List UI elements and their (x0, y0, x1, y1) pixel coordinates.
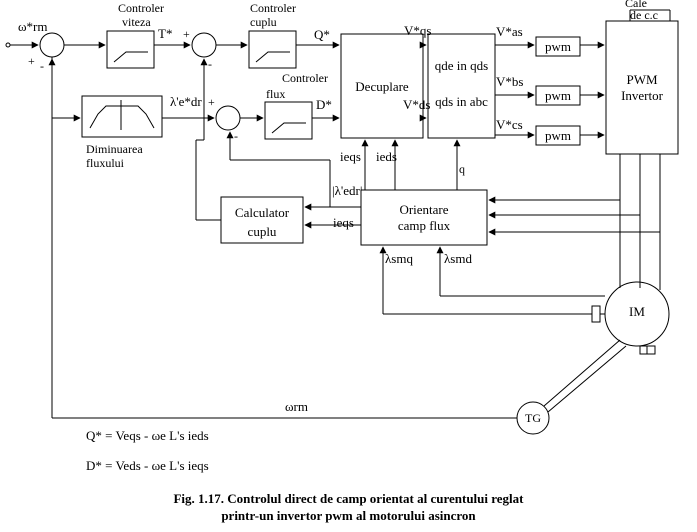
speed-controller-sublabel: viteza (122, 15, 151, 29)
summing-junction-torque (191, 32, 217, 58)
pwm-c-label: pwm (545, 128, 571, 143)
pwm-block-a (535, 36, 581, 57)
plus-sign: + (183, 27, 190, 41)
minus-sign: - (208, 57, 212, 71)
torque-controller-label: Controler (250, 1, 296, 15)
flux-weakening-label: Diminuarea (86, 142, 143, 156)
minus-sign: - (40, 59, 44, 73)
torque-controller-sublabel: cuplu (250, 15, 277, 29)
minus-sign: - (234, 129, 238, 143)
transform-block (427, 33, 496, 139)
motor-label: IM (629, 304, 645, 319)
lambda-dr-e-label: |λ'edr| (332, 183, 363, 198)
field-orientation-label: Orientare (399, 202, 449, 217)
pwm-a-label: pwm (545, 39, 571, 54)
decoupling-label: Decuplare (355, 79, 409, 94)
flux-controller-label: Controler (282, 71, 328, 85)
i-qs-e-side-label: ieqs (333, 215, 354, 230)
v-ds-ref-label: V*ds (403, 97, 431, 112)
lambda-mq-s-label: λsmq (385, 251, 413, 266)
decoupling-block (340, 33, 424, 139)
v-as-ref-label: V*as (496, 24, 523, 39)
field-orientation-sublabel: camp flux (397, 218, 451, 233)
dc-link-label: Cale (625, 0, 647, 10)
dc-link-sublabel: de c.c (630, 8, 658, 22)
q-ref-label: Q* (314, 27, 330, 42)
summing-junction-speed (39, 32, 65, 58)
flux-controller-sublabel: flux (266, 87, 286, 101)
pwm-b-label: pwm (545, 88, 571, 103)
speed-controller-block (106, 30, 155, 69)
flux-weakening-sublabel: fluxului (86, 156, 124, 170)
torque-calculator-label: Calculator (234, 205, 290, 220)
figure-caption-line2: printr-un invertor pwm al motorului asin… (221, 508, 476, 523)
speed-controller-label: Controler (118, 1, 164, 15)
inverter-sublabel: Invertor (621, 88, 663, 103)
inverter-block (605, 20, 679, 155)
q-signal-label: q (459, 162, 465, 176)
q-equation: Q* = Veqs - ωe L's ieds (86, 428, 209, 443)
field-orientation-block (360, 189, 488, 246)
omega-rm-label: ωrm (285, 399, 308, 414)
tachogenerator-label: TG (525, 411, 541, 425)
flux-controller-block (264, 101, 313, 140)
inverter-label: PWM (626, 72, 658, 87)
plus-sign: + (28, 54, 35, 68)
torque-controller-block (248, 30, 297, 69)
omega-rm-ref-label: ω*rm (18, 19, 48, 34)
i-ds-e-label: ieds (376, 149, 397, 164)
d-equation: D* = Veds - ωe L's ieqs (86, 458, 209, 473)
lambda-dr-ref-label: λ'e*dr (170, 94, 202, 109)
plus-sign: + (208, 95, 215, 109)
v-qs-ref-label: V*qs (404, 23, 432, 38)
summing-junction-flux (215, 105, 241, 131)
d-ref-label: D* (316, 97, 332, 112)
figure-caption: Fig. 1.17. Controlul direct de camp orie… (173, 491, 524, 506)
v-bs-ref-label: V*bs (496, 74, 524, 89)
v-cs-ref-label: V*cs (496, 117, 523, 132)
transform-label: qde in qds (434, 58, 489, 73)
i-qs-e-top-label: ieqs (340, 149, 361, 164)
flux-weakening-block (81, 95, 163, 138)
transform-sublabel: qds in abc (435, 94, 488, 109)
torque-calculator-sublabel: cuplu (247, 224, 277, 239)
torque-ref-label: T* (158, 26, 173, 41)
lambda-md-s-label: λsmd (444, 251, 472, 266)
